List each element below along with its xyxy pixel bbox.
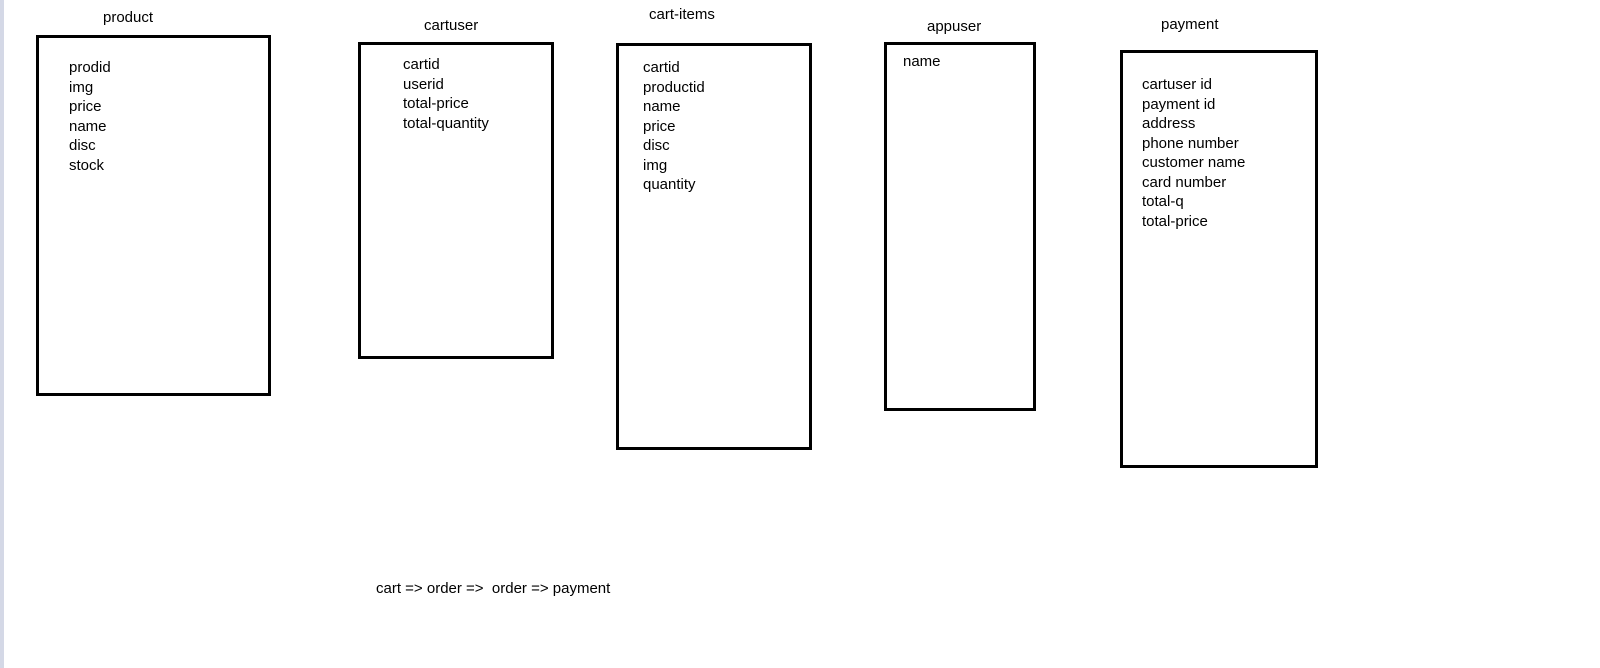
product-field-list: prodid img price name disc stock bbox=[69, 58, 111, 175]
cart-items-field: productid bbox=[643, 78, 705, 96]
flow-note: cart => order => order => payment bbox=[376, 580, 611, 597]
payment-field-list: cartuser id payment id address phone num… bbox=[1142, 75, 1245, 231]
cartuser-field: total-price bbox=[403, 95, 469, 112]
cart-items-field: name bbox=[643, 98, 681, 115]
payment-field: card number bbox=[1142, 173, 1227, 191]
payment-field: cartuser id bbox=[1142, 76, 1213, 93]
window-left-edge bbox=[0, 0, 4, 668]
cart-items-field: price bbox=[643, 117, 676, 135]
product-entity-box bbox=[36, 35, 271, 396]
cartuser-entity-title: cartuser bbox=[424, 17, 479, 34]
payment-field: customer name bbox=[1142, 154, 1246, 171]
cartuser-field: cartid bbox=[403, 56, 440, 73]
appuser-field-list: name bbox=[903, 52, 941, 72]
cartuser-field: total-quantity bbox=[403, 114, 489, 132]
cart-items-field: quantity bbox=[643, 176, 696, 193]
cart-items-field: disc bbox=[643, 137, 670, 154]
appuser-entity-title: appuser bbox=[927, 18, 982, 35]
cartuser-entity-box bbox=[358, 42, 554, 359]
product-field: stock bbox=[69, 156, 105, 174]
payment-field: address bbox=[1142, 115, 1196, 132]
payment-field: total-q bbox=[1142, 193, 1184, 210]
cart-items-entity-box bbox=[616, 43, 812, 450]
payment-field: payment id bbox=[1142, 95, 1216, 113]
product-field: prodid bbox=[69, 59, 111, 76]
payment-field: total-price bbox=[1142, 212, 1208, 230]
cart-items-field: cartid bbox=[643, 59, 680, 76]
product-field: name bbox=[69, 117, 107, 135]
payment-entity-title: payment bbox=[1161, 16, 1219, 33]
product-field: price bbox=[69, 98, 102, 115]
product-field: disc bbox=[69, 137, 96, 154]
cart-items-field: img bbox=[643, 156, 668, 174]
cart-items-field-list: cartid productid name price disc img qua… bbox=[643, 58, 705, 195]
cartuser-field: userid bbox=[403, 75, 444, 93]
product-entity-title: product bbox=[103, 9, 154, 26]
payment-field: phone number bbox=[1142, 134, 1239, 152]
payment-entity-box bbox=[1120, 50, 1318, 468]
appuser-field: name bbox=[903, 53, 941, 70]
cartuser-field-list: cartid userid total-price total-quantity bbox=[403, 55, 489, 133]
product-field: img bbox=[69, 78, 94, 96]
appuser-entity-box bbox=[884, 42, 1036, 411]
cart-items-entity-title: cart-items bbox=[649, 6, 715, 23]
